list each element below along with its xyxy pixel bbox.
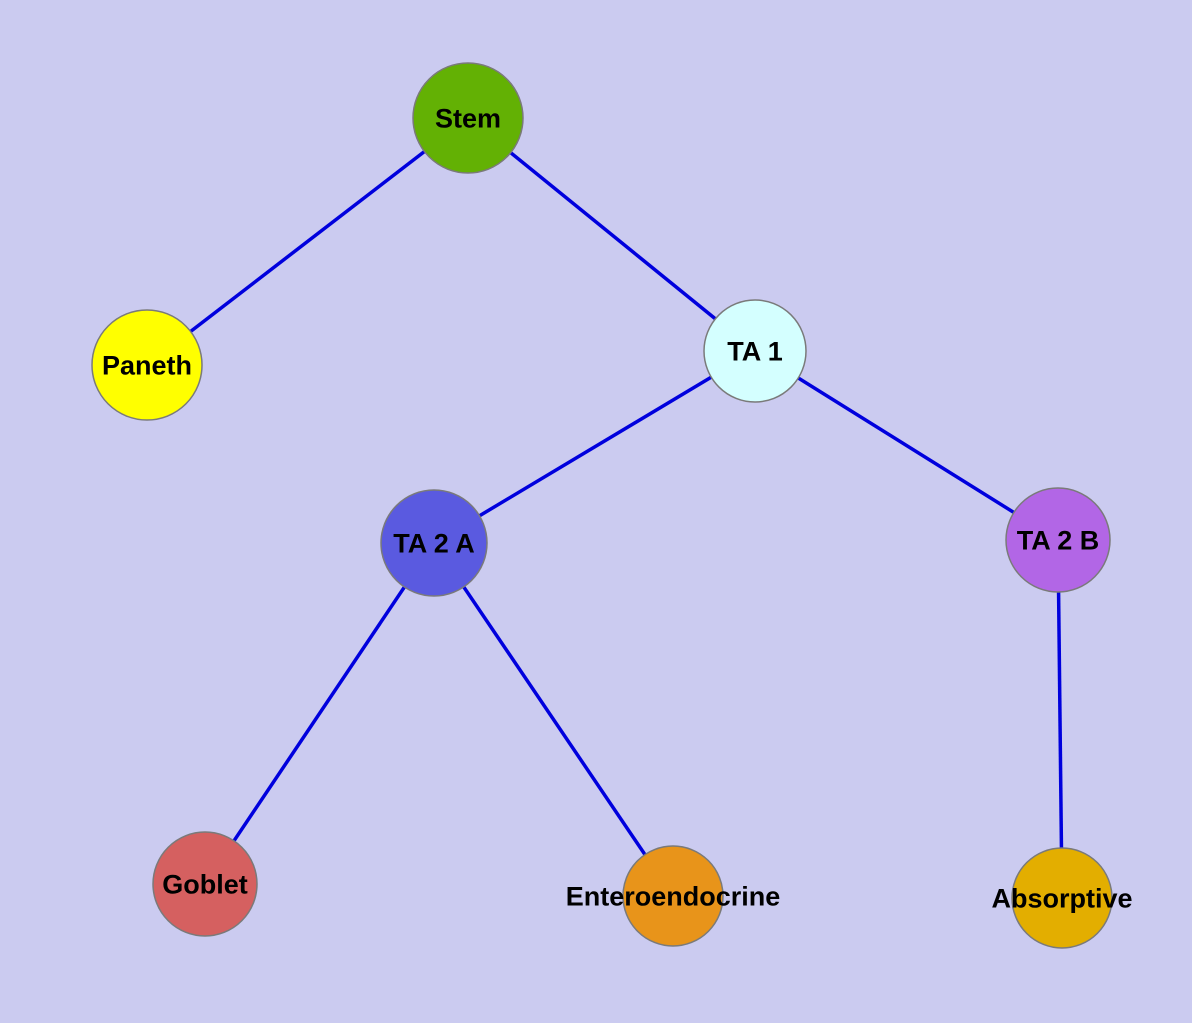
edge-ta2b-absorptive: [1056, 539, 1064, 899]
node-goblet[interactable]: [152, 831, 258, 937]
edge-ta2a-goblet: [203, 542, 436, 885]
node-ta2a[interactable]: [380, 489, 488, 597]
edge-stem-ta1: [466, 116, 757, 353]
node-ta2b[interactable]: [1005, 487, 1111, 593]
edge-ta2a-enteroendocrine: [432, 542, 675, 897]
node-stem[interactable]: [412, 62, 524, 174]
edge-stem-paneth: [145, 116, 470, 367]
node-absorptive[interactable]: [1011, 847, 1113, 949]
node-paneth[interactable]: [91, 309, 203, 421]
edge-ta1-ta2a: [433, 349, 756, 545]
node-enteroendocrine[interactable]: [622, 845, 724, 947]
node-ta1[interactable]: [703, 299, 807, 403]
edge-ta1-ta2b: [754, 349, 1059, 542]
